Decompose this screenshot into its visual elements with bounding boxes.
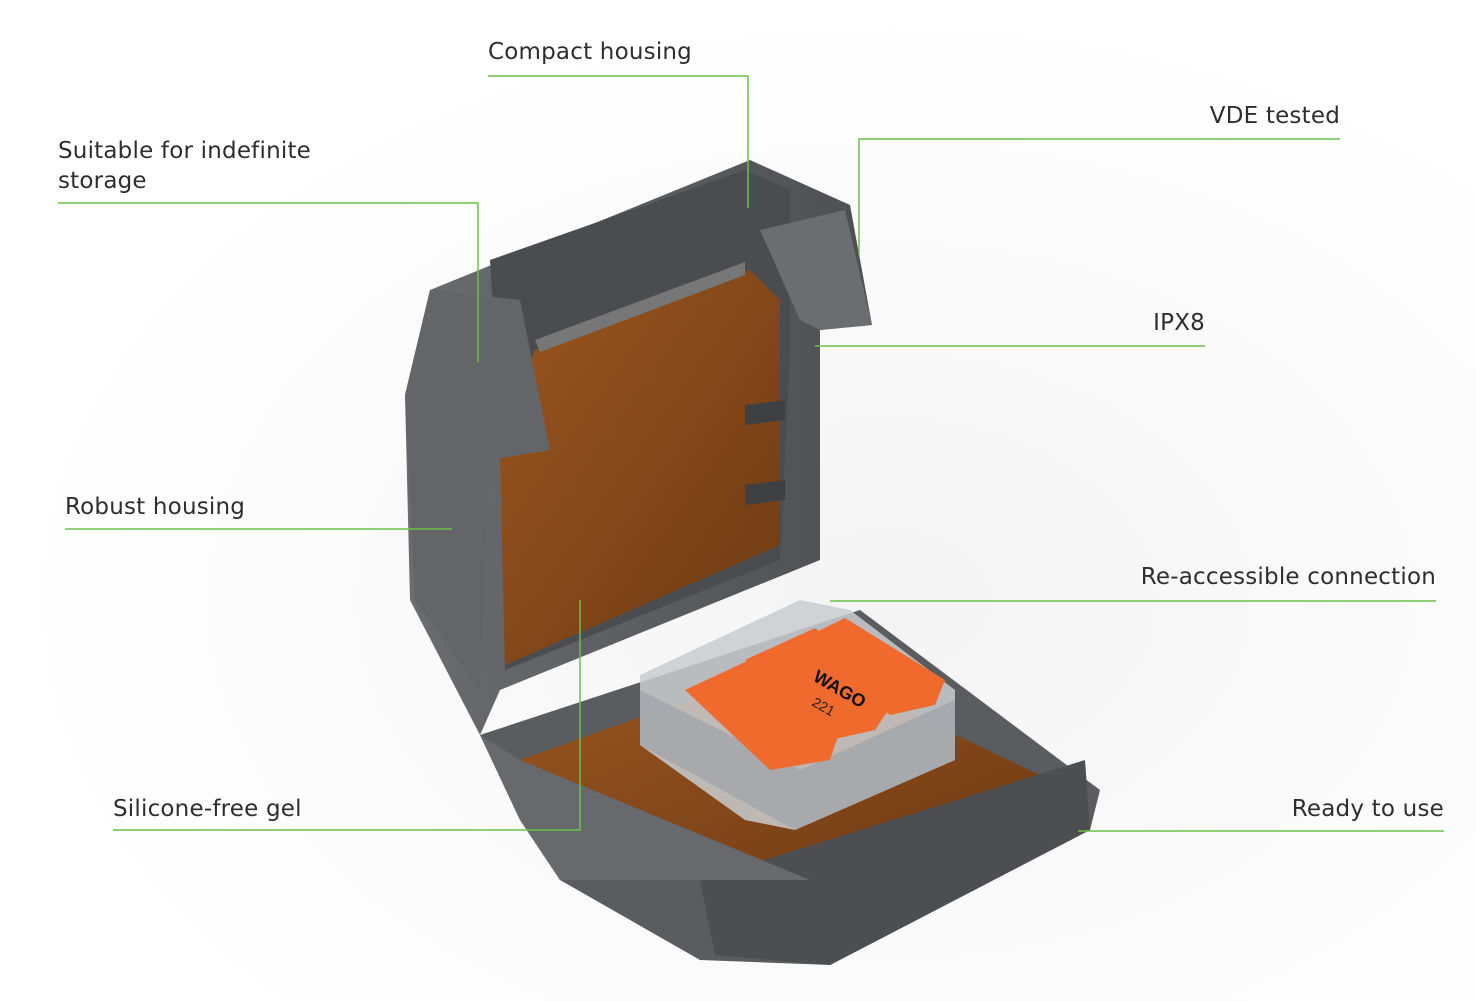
lever-1[interactable] <box>685 655 840 770</box>
leader-silicone-free-gel <box>113 600 581 831</box>
lever-3[interactable] <box>800 618 945 715</box>
label-indefinite-storage-1: Suitable for indefinite <box>58 138 312 164</box>
leader-indefinite-storage <box>58 202 479 362</box>
label-re-accessible: Re-accessible connection <box>1140 564 1436 590</box>
leader-lines <box>58 75 1444 832</box>
wago-221-connector: WAGO 221 <box>640 600 955 830</box>
label-silicone-free-gel: Silicone-free gel <box>113 796 302 822</box>
label-indefinite-storage-2: storage <box>58 168 147 194</box>
label-compact-housing: Compact housing <box>488 39 692 65</box>
leader-compact-housing <box>488 75 749 208</box>
housing-lid <box>405 160 872 735</box>
leader-vde-tested <box>858 138 1340 255</box>
lever-2[interactable] <box>745 628 895 740</box>
label-robust-housing: Robust housing <box>65 494 246 520</box>
label-ready-to-use: Ready to use <box>1291 796 1444 822</box>
label-vde-tested: VDE tested <box>1209 103 1340 129</box>
label-ipx8: IPX8 <box>1153 310 1205 336</box>
